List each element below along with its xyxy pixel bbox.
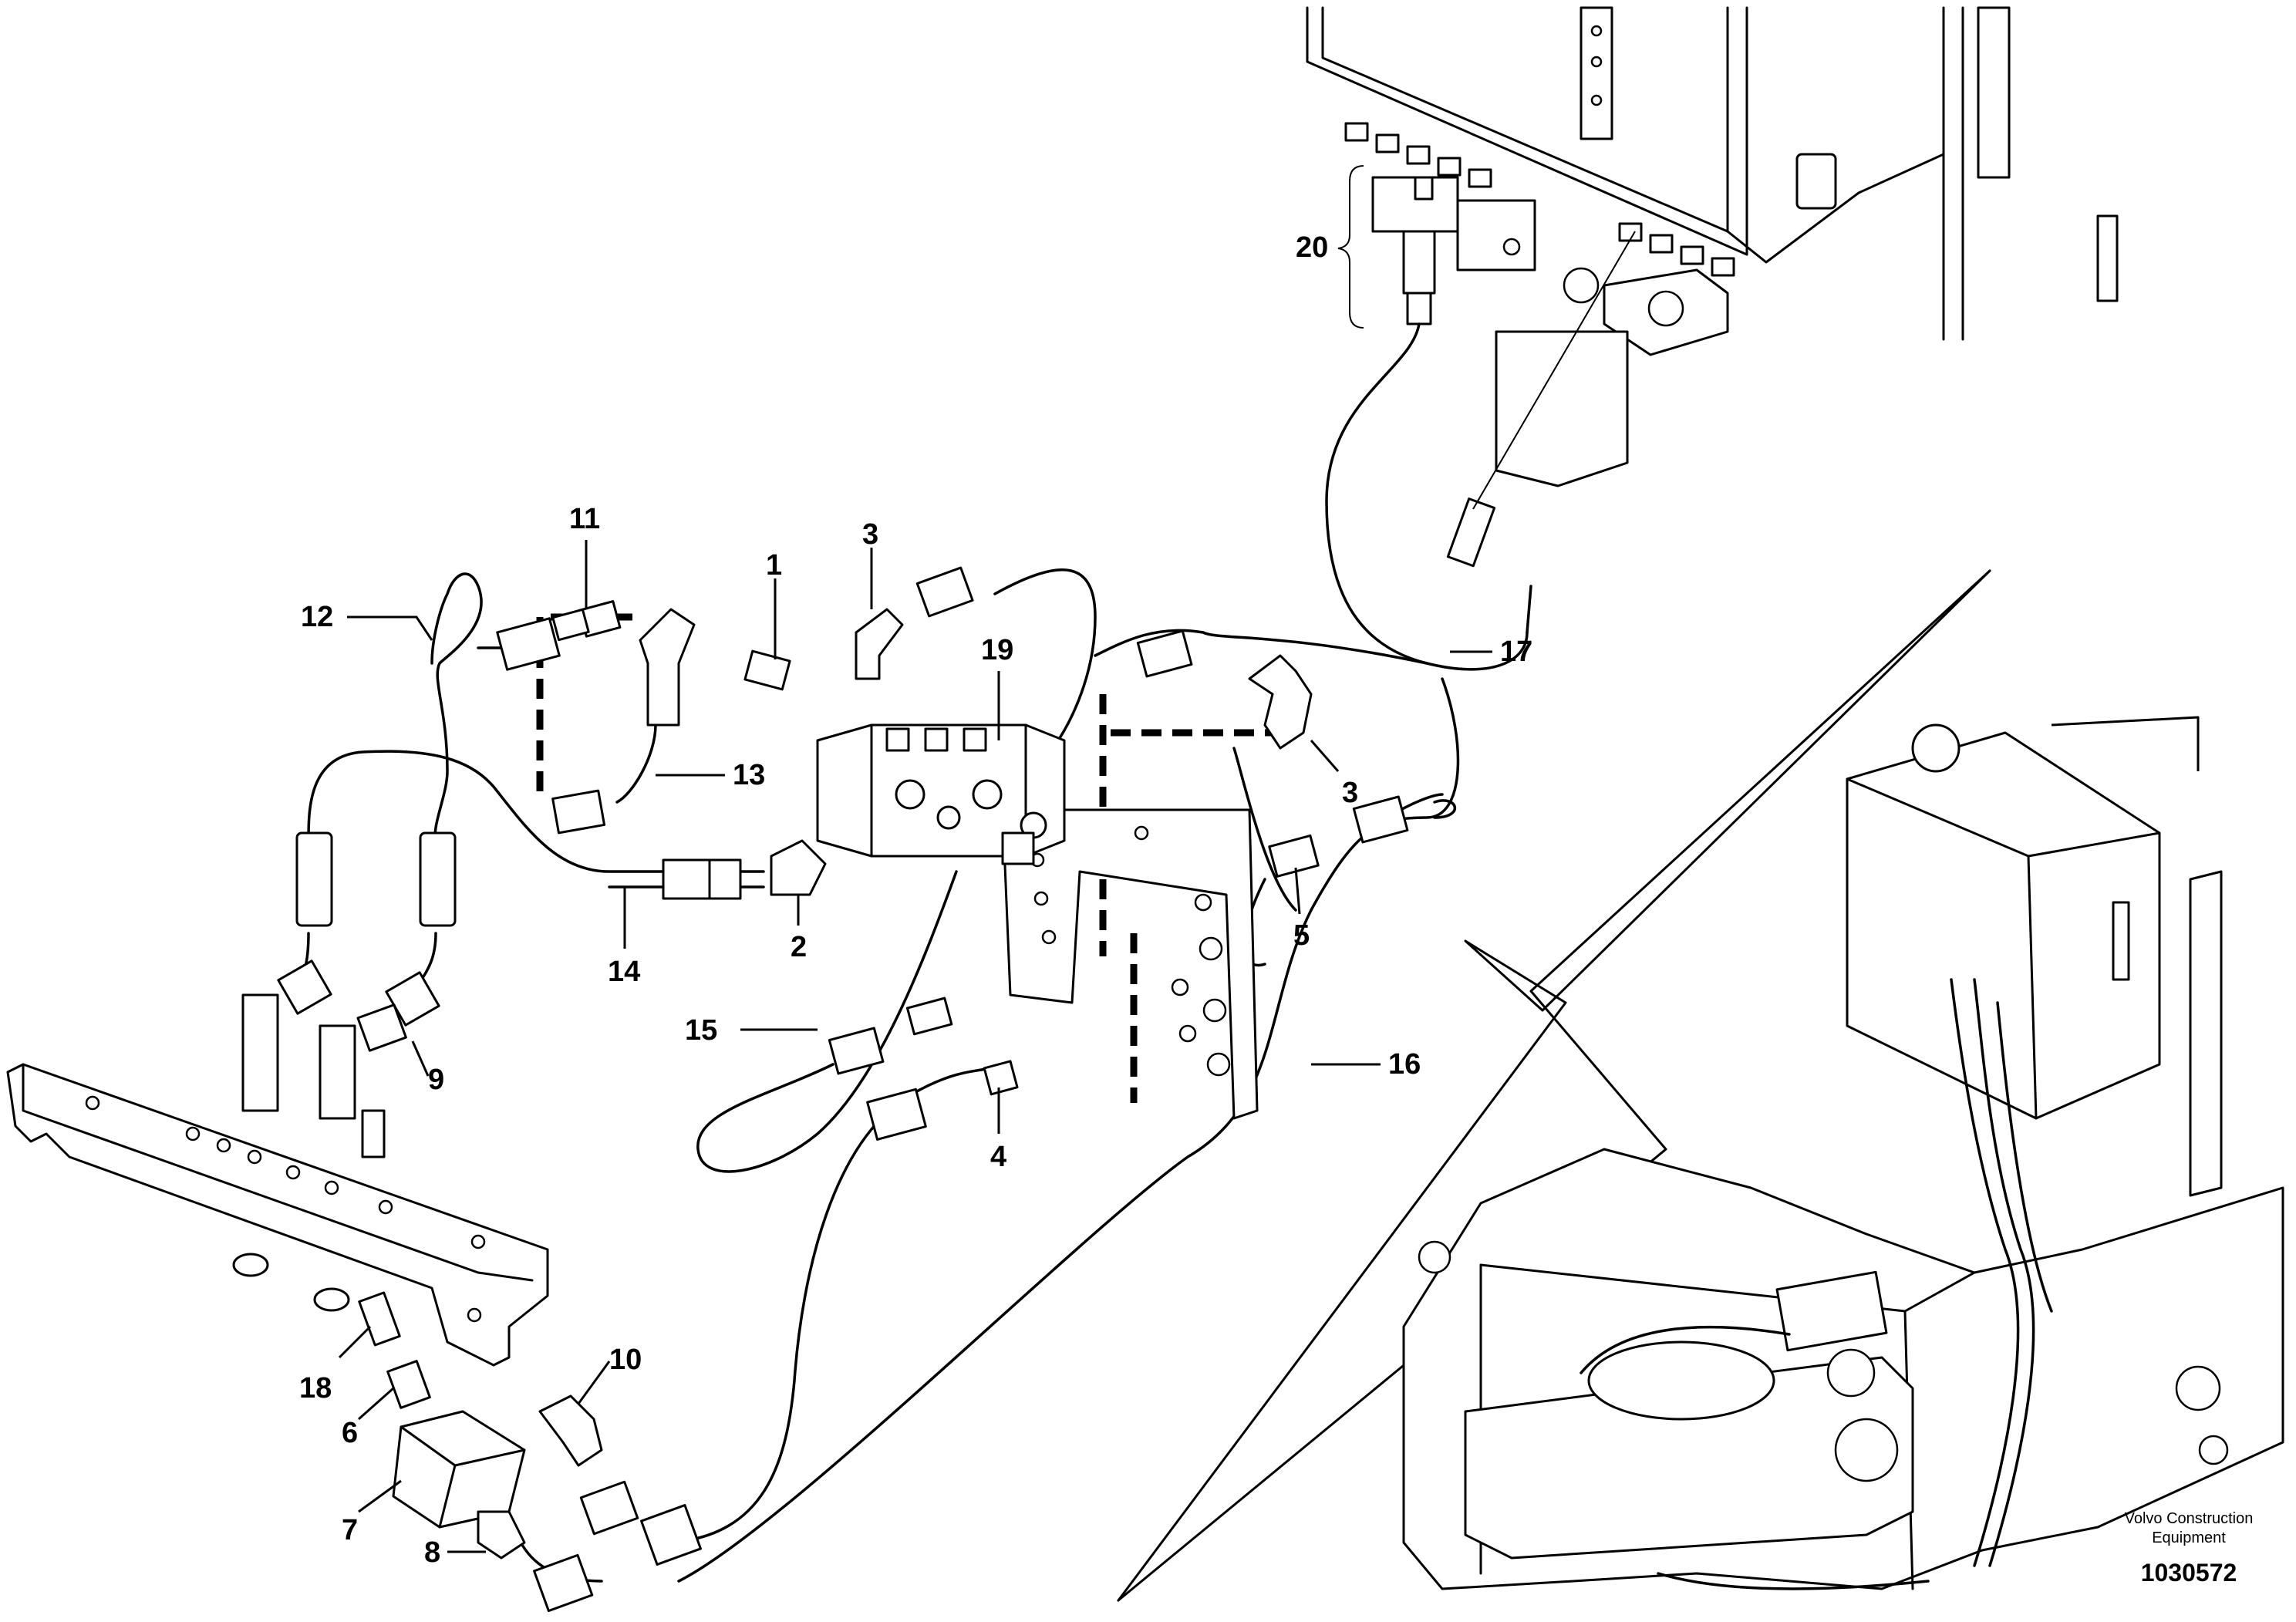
- callout-18: 18: [299, 1372, 332, 1404]
- tank-assembly-top: [1306, 6, 2119, 487]
- callout-10: 10: [609, 1344, 642, 1376]
- fittings: [241, 566, 1409, 1613]
- callout-14: 14: [608, 956, 640, 988]
- callout-6: 6: [342, 1417, 358, 1449]
- callout-8: 8: [424, 1536, 440, 1569]
- mounting-plate: [1001, 808, 1259, 1120]
- callout-2: 2: [791, 931, 807, 963]
- callout-19: 19: [981, 634, 1013, 666]
- control-valve-19: [816, 723, 1066, 865]
- callout-16: 16: [1388, 1048, 1421, 1081]
- callout-3-right: 3: [1342, 777, 1358, 809]
- callout-4: 4: [990, 1141, 1006, 1173]
- document-number: 1030572: [2141, 1559, 2237, 1587]
- callout-5: 5: [1293, 919, 1310, 952]
- callout-11: 11: [569, 503, 600, 535]
- callout-1: 1: [766, 549, 782, 582]
- credit-block: Volvo Construction Equipment 1030572: [2125, 1510, 2254, 1587]
- callout-15: 15: [685, 1014, 717, 1047]
- callout-3-top: 3: [862, 518, 878, 551]
- callout-9: 9: [428, 1064, 444, 1096]
- leader-lines: [338, 540, 1492, 1553]
- brace-20: [1337, 165, 1364, 329]
- callout-13: 13: [733, 759, 765, 791]
- inset-machine: [1402, 716, 2284, 1590]
- cross-member: [6, 1063, 549, 1367]
- callout-17: 17: [1500, 636, 1532, 668]
- port-fittings-row: [1344, 122, 1735, 277]
- hose-routing: [292, 231, 1636, 1583]
- callout-12: 12: [301, 601, 333, 633]
- callout-labels: 11 1 3 19 12 13 14 2 15 5 3 4 16 17 20 9…: [299, 231, 1532, 1569]
- solenoid-valve-20: [1371, 176, 1536, 325]
- callout-20: 20: [1296, 231, 1328, 264]
- callout-7: 7: [342, 1514, 358, 1546]
- credit-line-1: Volvo Construction: [2125, 1510, 2254, 1527]
- credit-line-2: Equipment: [2152, 1529, 2226, 1546]
